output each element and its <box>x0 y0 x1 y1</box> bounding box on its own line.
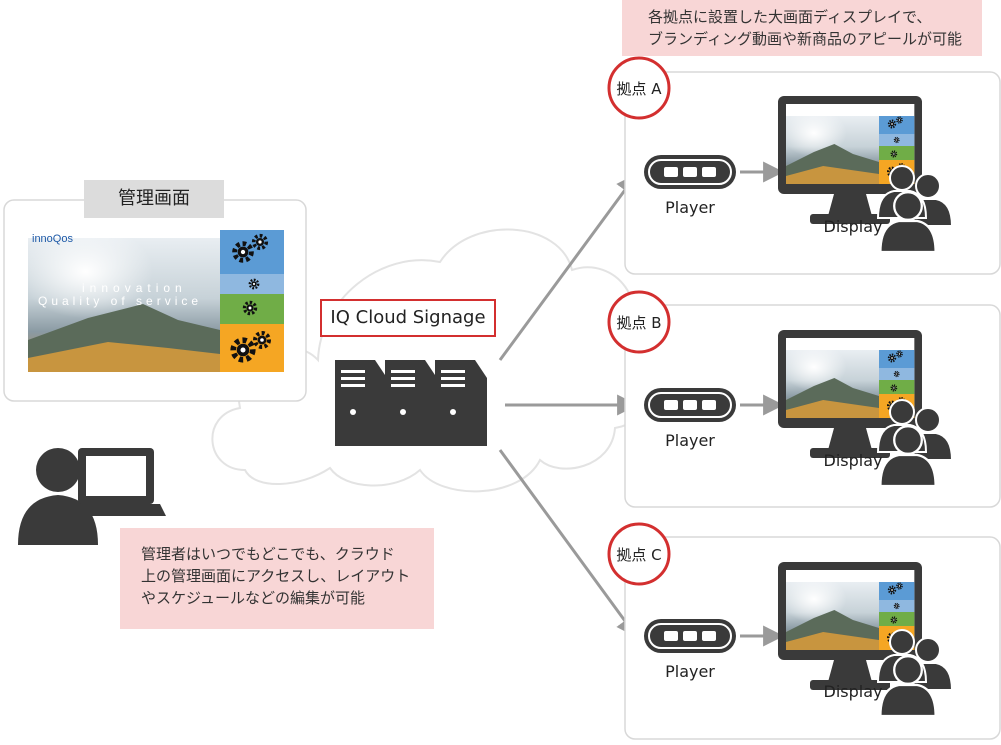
site-c-badge <box>607 522 671 586</box>
site-c-player-label: Player <box>665 662 715 681</box>
site-c-display-label: Display <box>823 682 883 701</box>
bottom-note-line-2: 上の管理画面にアクセスし、レイアウト <box>141 567 411 585</box>
site-a-player-icon <box>643 154 737 190</box>
site-b-player-label: Player <box>665 431 715 450</box>
bottom-note-line-3: やスケジュールなどの編集が可能 <box>141 589 365 607</box>
site-a-display-label: Display <box>823 217 883 236</box>
site-a-badge <box>607 56 671 120</box>
admin-hero-line2: Quality of service <box>38 294 202 308</box>
site-b-display-label: Display <box>823 451 883 470</box>
cloud-service-label: IQ Cloud Signage <box>320 299 496 337</box>
site-c-label: 拠点 C <box>616 546 662 564</box>
arrow-to-site-a <box>498 173 638 361</box>
site-b-player-icon <box>643 387 737 423</box>
admin-brand-text: innoQos <box>32 233 73 245</box>
bottom-note: 管理者はいつでもどこでも、クラウド 上の管理画面にアクセスし、レイアウト やスケ… <box>120 528 434 629</box>
bottom-note-line-1: 管理者はいつでもどこでも、クラウド <box>141 545 395 563</box>
server-icon <box>335 360 487 446</box>
site-a-label: 拠点 A <box>616 80 662 98</box>
top-note-line-1: 各拠点に設置した大画面ディスプレイで、 <box>648 8 932 26</box>
laptop-icon <box>66 448 166 516</box>
top-note-line-2: ブランディング動画や新商品のアピールが可能 <box>648 30 962 48</box>
arrow-to-site-c <box>498 449 638 638</box>
site-a-player-label: Player <box>665 198 715 217</box>
admin-screenshot <box>28 230 284 372</box>
top-note: 各拠点に設置した大画面ディスプレイで、 ブランディング動画や新商品のアピールが可… <box>622 0 982 56</box>
site-b-badge <box>607 290 671 354</box>
site-c-player-icon <box>643 618 737 654</box>
site-b-label: 拠点 B <box>616 314 662 332</box>
admin-panel-title: 管理画面 <box>84 180 224 218</box>
admin-hero-line1: innovation <box>82 281 187 295</box>
